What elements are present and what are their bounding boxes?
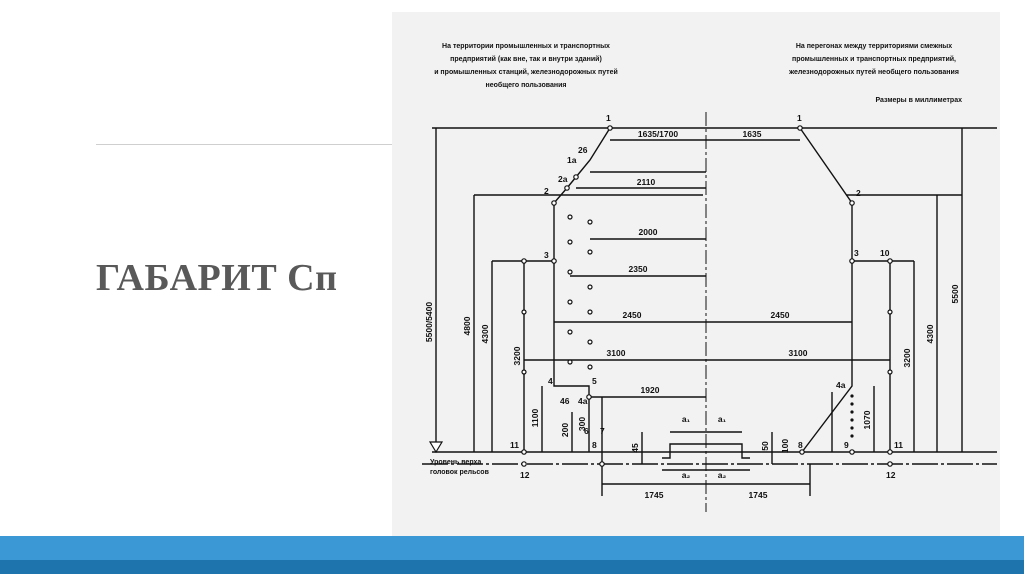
- dim-3200-right: 3200: [902, 348, 912, 367]
- point-10: 10: [880, 248, 890, 258]
- dim-100: 100: [780, 439, 790, 453]
- point-11-left: 11: [510, 440, 519, 450]
- dim-4800: 4800: [462, 316, 472, 335]
- dim-a1-right: a₁: [718, 414, 727, 424]
- point-2-left: 2: [544, 186, 549, 196]
- dim-1920: 1920: [641, 385, 660, 395]
- dim-a2-right: a₂: [718, 470, 727, 480]
- dim-3100-left: 3100: [607, 348, 626, 358]
- dim-4300-right: 4300: [925, 324, 935, 343]
- dim-1745-left: 1745: [645, 490, 664, 500]
- point-9: 9: [844, 440, 849, 450]
- point-3-right: 3: [854, 248, 859, 258]
- dim-1070: 1070: [862, 410, 872, 429]
- point-12-right: 12: [886, 470, 896, 480]
- point-2-right: 2: [856, 188, 861, 198]
- footer-bar: [0, 536, 1024, 560]
- dim-2000: 2000: [639, 227, 658, 237]
- title-divider: [96, 144, 392, 145]
- dim-1100: 1100: [530, 409, 540, 428]
- point-5: 5: [592, 376, 597, 386]
- slide-title: ГАБАРИТ Сп: [96, 257, 338, 299]
- dim-2450-right: 2450: [771, 310, 790, 320]
- header-left-line-4: необщего пользования: [486, 81, 567, 89]
- dim-a2-left: a₂: [682, 470, 691, 480]
- header-right-line-2: промышленных и транспортных предприятий,: [792, 55, 956, 63]
- header-right-line-1: На перегонах между территориями смежных: [796, 43, 952, 50]
- point-11-right: 11: [894, 440, 903, 450]
- point-8-left: 8: [592, 440, 597, 450]
- dim-a1-left: a₁: [682, 414, 691, 424]
- header-left-line-2: предприятий (как вне, так и внутри здани…: [450, 55, 602, 63]
- dim-5500-5400: 5500/5400: [424, 302, 434, 342]
- dim-200: 200: [560, 423, 570, 437]
- dim-3100-right: 3100: [789, 348, 808, 358]
- point-4a-right: 4а: [836, 380, 846, 390]
- point-4a-left: 4а: [578, 396, 588, 406]
- dim-45: 45: [630, 443, 640, 453]
- clearance-drawing: На территории промышленных и транспортны…: [422, 43, 997, 512]
- rail-level-label-1: Уровень верха: [430, 459, 481, 466]
- point-46: 46: [560, 396, 570, 406]
- dim-top-left: 1635/1700: [638, 129, 678, 139]
- point-4: 4: [548, 376, 553, 386]
- dim-4300-left: 4300: [480, 324, 490, 343]
- dim-2350: 2350: [629, 264, 648, 274]
- point-7: 7: [600, 426, 605, 436]
- point-2a: 2а: [558, 174, 568, 184]
- rail-level-label-2: головок рельсов: [430, 469, 490, 476]
- dim-2450-left: 2450: [623, 310, 642, 320]
- header-left-line-3: и промышленных станций, железнодорожных …: [434, 68, 618, 76]
- dim-50: 50: [760, 441, 770, 451]
- point-1a: 1а: [567, 155, 577, 165]
- dim-top-right: 1635: [743, 129, 762, 139]
- header-left-line-1: На территории промышленных и транспортны…: [442, 43, 610, 50]
- point-1-right: 1: [797, 113, 802, 123]
- point-8-right: 8: [798, 440, 803, 450]
- point-6: 6: [584, 426, 589, 436]
- point-1-left: 1: [606, 113, 611, 123]
- dim-2110: 2110: [637, 177, 656, 187]
- point-3-left: 3: [544, 250, 549, 260]
- header-right-line-3: железнодорожных путей необщего пользован…: [788, 68, 959, 76]
- dim-1745-right: 1745: [749, 490, 768, 500]
- clearance-diagram: На территории промышленных и транспортны…: [392, 12, 1000, 536]
- dim-5500: 5500: [950, 284, 960, 303]
- dim-300: 300: [577, 417, 587, 431]
- point-12-left: 12: [520, 470, 530, 480]
- point-26: 26: [578, 145, 588, 155]
- units-note: Размеры в миллиметрах: [875, 97, 962, 104]
- footer-bar-dark: [0, 560, 1024, 574]
- dim-3200-left: 3200: [512, 346, 522, 365]
